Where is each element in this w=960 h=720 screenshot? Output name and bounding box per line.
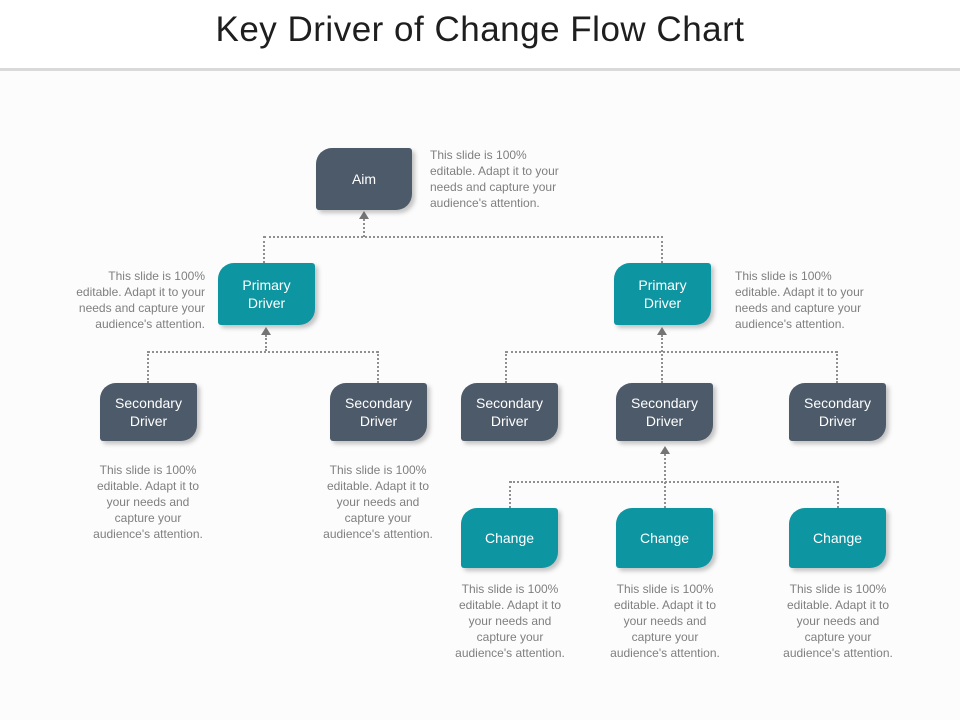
node-change-3: Change	[789, 508, 886, 568]
title-divider	[0, 68, 960, 71]
node-change-2: Change	[616, 508, 713, 568]
node-primary-driver-1-label: Primary Driver	[242, 276, 291, 311]
connector-primary2-drop	[661, 236, 663, 263]
node-secondary-driver-1-label: Secondary Driver	[115, 394, 182, 429]
connector-aim-riser	[363, 219, 365, 237]
node-secondary-driver-5-label: Secondary Driver	[804, 394, 871, 429]
slide-header: Key Driver of Change Flow Chart	[0, 0, 960, 68]
node-secondary-driver-3-label: Secondary Driver	[476, 394, 543, 429]
page-title: Key Driver of Change Flow Chart	[215, 10, 745, 49]
node-aim: Aim	[316, 148, 412, 210]
connector-primary2-secondaries	[506, 351, 837, 353]
caption-change-3: This slide is 100% editable. Adapt it to…	[783, 582, 893, 660]
connector-primary2-riser	[661, 335, 663, 383]
arrow-up-icon	[359, 211, 369, 219]
connector-change3-drop	[837, 481, 839, 508]
caption-change-2: This slide is 100% editable. Adapt it to…	[610, 582, 720, 660]
node-primary-driver-1: Primary Driver	[218, 263, 315, 325]
arrow-up-icon	[261, 327, 271, 335]
connector-primary1-secondaries	[148, 351, 378, 353]
node-change-1-label: Change	[484, 529, 535, 546]
node-primary-driver-2: Primary Driver	[614, 263, 711, 325]
connector-change1-drop	[509, 481, 511, 508]
node-change-1: Change	[461, 508, 558, 568]
caption-aim: This slide is 100% editable. Adapt it to…	[430, 148, 559, 210]
connector-secondary4-changes	[510, 481, 838, 483]
node-secondary-driver-4-label: Secondary Driver	[631, 394, 698, 429]
connector-secondary1-drop	[147, 351, 149, 383]
connector-primary1-drop	[263, 236, 265, 263]
arrow-up-icon	[657, 327, 667, 335]
caption-secondary-driver-1: This slide is 100% editable. Adapt it to…	[93, 463, 203, 541]
node-change-3-label: Change	[812, 529, 863, 546]
caption-primary-driver-1: This slide is 100% editable. Adapt it to…	[76, 269, 205, 331]
connector-secondary3-drop	[505, 351, 507, 383]
node-secondary-driver-1: Secondary Driver	[100, 383, 197, 441]
connector-secondary2-drop	[377, 351, 379, 383]
node-secondary-driver-3: Secondary Driver	[461, 383, 558, 441]
caption-secondary-driver-2: This slide is 100% editable. Adapt it to…	[323, 463, 433, 541]
node-change-2-label: Change	[639, 529, 690, 546]
node-secondary-driver-2-label: Secondary Driver	[345, 394, 412, 429]
connector-secondary5-drop	[836, 351, 838, 383]
node-primary-driver-2-label: Primary Driver	[638, 276, 687, 311]
arrow-up-icon	[660, 446, 670, 454]
node-secondary-driver-5: Secondary Driver	[789, 383, 886, 441]
connector-primary1-riser	[265, 335, 267, 351]
caption-change-1: This slide is 100% editable. Adapt it to…	[455, 582, 565, 660]
node-secondary-driver-2: Secondary Driver	[330, 383, 427, 441]
node-aim-label: Aim	[351, 170, 377, 187]
connector-aim-primaries	[264, 236, 663, 238]
caption-primary-driver-2: This slide is 100% editable. Adapt it to…	[735, 269, 864, 331]
node-secondary-driver-4: Secondary Driver	[616, 383, 713, 441]
